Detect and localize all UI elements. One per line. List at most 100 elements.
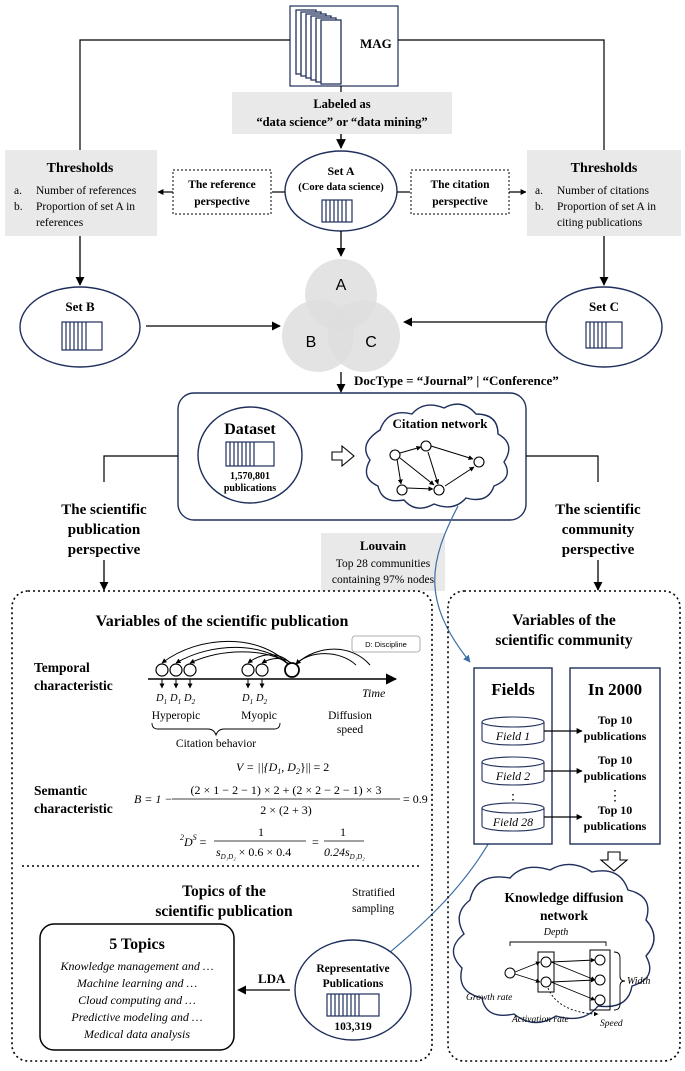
thresholds-right-a-marker: a.: [535, 185, 543, 197]
kdn-edges: [514, 957, 596, 1001]
formula-v: V = ||{D1, D2}|| = 2: [236, 760, 329, 776]
discipline-legend: D: Discipline: [351, 635, 421, 653]
topic-item: Knowledge management and …: [60, 959, 214, 973]
timeline-diffusion2: speed: [337, 724, 363, 736]
formula-ds-num2: 1: [340, 825, 346, 839]
thresholds-left-b2: references: [36, 217, 84, 229]
louvain-line1: Top 28 communities: [336, 558, 431, 570]
left-persp-line1: The scientific: [61, 502, 147, 518]
set-c-title: Set C: [589, 299, 619, 314]
timeline-nodes: [155, 662, 300, 678]
timeline: Time D1 D1 D2 D1 D2 H: [148, 640, 398, 750]
hollow-arrow-icon: [331, 444, 355, 468]
field-to-top-arrows: [544, 728, 583, 820]
louvain-title: Louvain: [360, 538, 407, 553]
citation-network-title: Citation network: [393, 416, 489, 431]
formula-ds-den2: 0.24sD₁D₂: [324, 845, 365, 861]
formula-ds-num1: 1: [258, 825, 264, 839]
cit-persp-line1: The citation: [430, 179, 490, 191]
d-label-1: D: [155, 693, 164, 704]
kdn-growth: Growth rate: [466, 993, 512, 1003]
field-cylinder: Field 1: [481, 716, 545, 746]
semantic-line1: Semantic: [34, 783, 87, 798]
field-cylinder: Field 28: [481, 802, 545, 832]
left-persp-line3: perspective: [68, 542, 141, 558]
community-variables-panel: [447, 590, 681, 1062]
topic-item: Machine learning and …: [76, 976, 197, 990]
top10-line2: publications: [584, 769, 647, 783]
d-sub-2: 1: [178, 698, 182, 706]
svg-text:D2: D2: [183, 693, 196, 706]
reference-perspective-box: The reference perspective: [172, 169, 272, 215]
set-c-books-icon: [585, 321, 623, 349]
five-topics-title: 5 Topics: [109, 936, 165, 953]
mag-books-icon: [295, 9, 342, 85]
kdn-speed: Speed: [600, 1019, 623, 1029]
formula-b-num: (2 × 1 − 2 − 1) × 2 + (2 × 2 − 2 − 1) × …: [191, 783, 382, 797]
lda-label: LDA: [258, 971, 286, 986]
mag-label: MAG: [360, 36, 392, 51]
set-a: Set A (Core data science): [284, 150, 398, 232]
perspective-branches: [103, 455, 599, 482]
set-b: Set B: [19, 286, 141, 368]
thresholds-right-b1: Proportion of set A in: [557, 201, 656, 213]
citation-behavior-brace: [151, 722, 281, 737]
left-persp-line2: publication: [68, 522, 141, 538]
labeled-line1: Labeled as: [313, 97, 370, 111]
right-persp-line2: community: [562, 522, 635, 538]
svg-text:D1: D1: [169, 693, 181, 706]
width-brace: [613, 951, 626, 1011]
network-nodes: [389, 440, 485, 496]
var-pub-title: Variables of the scientific publication: [96, 613, 349, 630]
citation-perspective-box: The citation perspective: [410, 169, 510, 215]
representative-line1: Representative: [316, 963, 389, 975]
publication-variables-panel: [11, 590, 433, 1062]
thresholds-right-a: Number of citations: [557, 185, 650, 197]
kdn-depth: Depth: [543, 927, 568, 938]
stratified-line2: sampling: [352, 903, 394, 915]
top10-line2: publications: [584, 819, 647, 833]
blue-arrow-fields-to-representative: [377, 829, 497, 963]
doctype-label: DocType = “Journal” | “Conference”: [354, 373, 559, 388]
d-label-4: D: [241, 693, 250, 704]
louvain-box: Louvain Top 28 communities containing 97…: [321, 533, 445, 591]
cit-persp-line2: perspective: [432, 196, 488, 208]
timeline-d-labels: D1 D1 D2 D1 D2: [155, 693, 268, 706]
set-c: Set C: [545, 286, 663, 368]
representative-publications: Representative Publications 103,319: [294, 939, 412, 1041]
network-edges: [396, 445, 475, 492]
svg-text:D2: D2: [255, 693, 268, 706]
in2000-dots: ⋮: [608, 789, 622, 804]
blue-arrow-network-to-fields: [434, 505, 471, 663]
dataset: Dataset 1,570,801 publications: [197, 406, 303, 504]
dataset-books-icon: [225, 441, 275, 467]
d-sub-3: 2: [192, 698, 196, 706]
knowledge-diffusion-cloud: Knowledge diffusion network Depth Width …: [452, 863, 655, 1029]
dataset-count: 1,570,801: [230, 471, 270, 482]
ref-persp-line1: The reference: [188, 179, 256, 191]
in2000-box: In 2000 Top 10 publications Top 10 publi…: [569, 667, 661, 845]
var-comm-line1: Variables of the: [512, 612, 616, 629]
formula-ds-eq2: =: [312, 835, 319, 849]
timeline-citation-arcs: [161, 640, 371, 666]
citation-network-cloud: Citation network: [365, 403, 510, 509]
discipline-legend-text: D: Discipline: [365, 640, 407, 649]
formula-ds-den1: sD₁D₂ × 0.6 × 0.4: [216, 845, 291, 861]
mag-box: MAG: [289, 5, 399, 87]
right-persp-line3: perspective: [562, 542, 635, 558]
formula-b-lhs: B = 1 −: [134, 792, 173, 806]
timeline-time: Time: [362, 686, 386, 700]
fields-box: Fields Field 1 Field 2 ⋮ Field 28: [473, 667, 553, 845]
set-a-subtitle: (Core data science): [298, 182, 384, 193]
representative-books-icon: [326, 993, 380, 1017]
kdn-line1: Knowledge diffusion: [505, 890, 624, 905]
d-label-3: D: [183, 693, 192, 704]
d-sub-1: 1: [164, 698, 168, 706]
top10-line1: Top 10: [598, 803, 633, 817]
timeline-ticks: [159, 679, 265, 689]
svg-text:Field 28: Field 28: [492, 815, 533, 829]
semantic-line2: characteristic: [34, 801, 113, 816]
kdn-width: Width: [627, 976, 650, 987]
right-persp-line1: The scientific: [555, 502, 641, 518]
